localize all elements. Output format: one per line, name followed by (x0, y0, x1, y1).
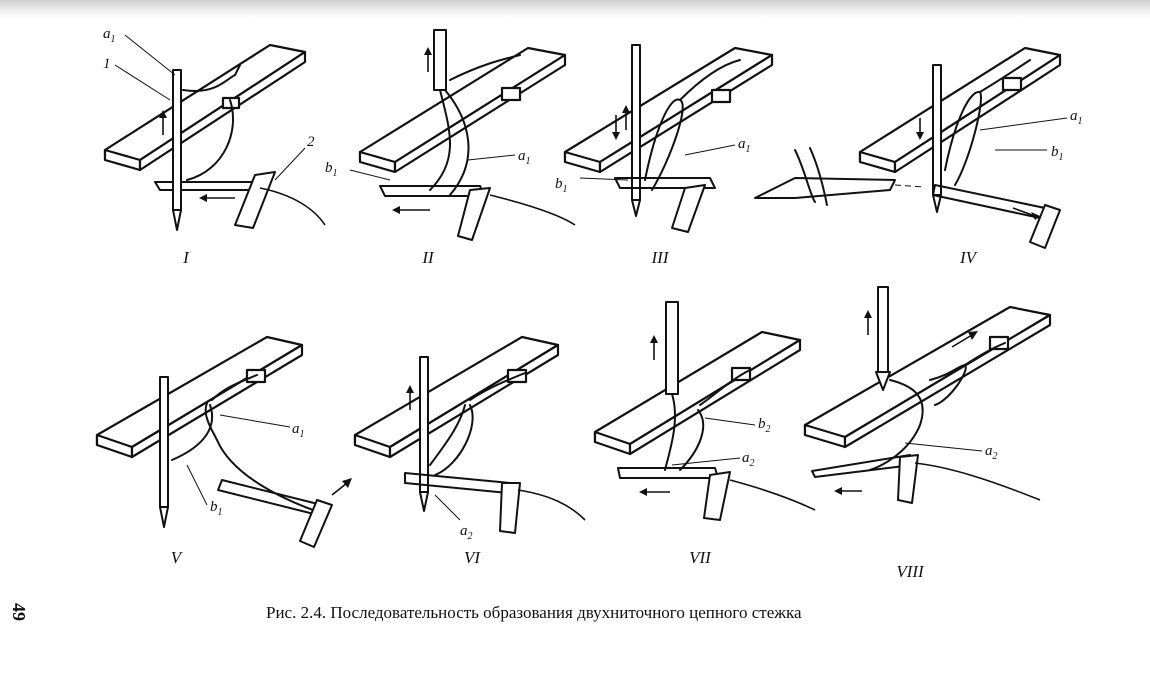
looper (299, 499, 333, 548)
stage-numeral-5: V (170, 548, 182, 567)
looper (1029, 204, 1061, 249)
stage-numeral-2: II (422, 248, 434, 267)
page-number: 49 (9, 603, 29, 621)
stitch-diagram-4: a1 b1 (754, 46, 1083, 249)
label-b1: b1 (210, 499, 223, 518)
label-a1: a1 (518, 148, 531, 167)
fabric-plate (858, 46, 1062, 164)
stitch-diagram-2: a1 b1 (325, 29, 576, 241)
presser-block (1001, 76, 1023, 92)
needle (172, 69, 182, 211)
fabric-plate (103, 43, 307, 162)
stage-numeral-4: IV (959, 248, 977, 267)
label-a2: a2 (742, 450, 755, 469)
stage-numeral-7: VII (689, 548, 711, 567)
upper-thread (429, 89, 451, 191)
needle (932, 64, 942, 196)
needle (877, 286, 889, 373)
label-a2: a2 (460, 523, 473, 542)
label-b2: b2 (758, 416, 771, 435)
fabric-plate (95, 335, 304, 449)
stitch-diagram-3: a1 b1 (555, 44, 774, 233)
stitch-diagram-5: a1 b1 (95, 335, 352, 548)
figure-stage-2: a1 b1 (325, 20, 610, 280)
needle (665, 301, 679, 395)
label-a1: a1 (103, 26, 116, 45)
fabric-plate (358, 46, 567, 164)
label-a1: a1 (1070, 108, 1083, 127)
upper-thread (869, 379, 924, 471)
figure-stage-6: a2 (350, 315, 610, 575)
figure-stage-5: a1 b1 (92, 315, 352, 575)
fabric-plate (353, 335, 560, 449)
presser-block (710, 88, 732, 104)
label-b1: b1 (325, 160, 338, 179)
stitch-diagram-7: b2 a2 (593, 301, 816, 521)
stage-numeral-8: VIII (896, 562, 924, 581)
fabric-plate (803, 305, 1052, 439)
figure-stage-7: b2 a2 (590, 300, 850, 560)
label-1: 1 (103, 56, 111, 72)
stage-numeral-6: VI (463, 548, 481, 567)
figure-stage-8: a2 (800, 285, 1060, 545)
figure-stage-3: a1 b1 (555, 20, 820, 280)
stage-numeral-1: I (183, 248, 189, 267)
looper (897, 454, 919, 504)
label-2: 2 (307, 134, 315, 150)
needle (419, 356, 429, 493)
label-a2: a2 (985, 443, 998, 462)
upper-thread (469, 372, 526, 401)
label-a1: a1 (292, 421, 305, 440)
label-b1: b1 (555, 176, 568, 195)
looper-detail (754, 177, 896, 199)
needle (159, 376, 169, 508)
presser-block (988, 335, 1010, 351)
looper (457, 187, 491, 241)
stitch-diagram-6: a2 (353, 335, 586, 542)
looper (703, 471, 731, 521)
looper (234, 171, 276, 229)
stage-numeral-3: III (651, 248, 669, 267)
figure-caption: Рис. 2.4. Последовательность образования… (266, 603, 802, 622)
upper-thread (211, 374, 258, 401)
figure-stage-4: a1 b1 (754, 20, 1083, 280)
label-b1: b1 (1051, 144, 1064, 163)
upper-thread (664, 393, 676, 471)
needle (631, 44, 641, 201)
upper-thread (182, 64, 241, 92)
scan-edge-shadow (0, 0, 1150, 18)
stitch-diagram-8: a2 (803, 286, 1052, 504)
presser-block (500, 86, 522, 102)
looper (499, 482, 521, 534)
needle (433, 29, 447, 91)
looper (671, 184, 706, 233)
stitch-diagram-1: a1 1 2 (103, 26, 326, 231)
figure-stage-1: a1 1 2 (95, 20, 355, 280)
label-a1: a1 (738, 136, 751, 155)
